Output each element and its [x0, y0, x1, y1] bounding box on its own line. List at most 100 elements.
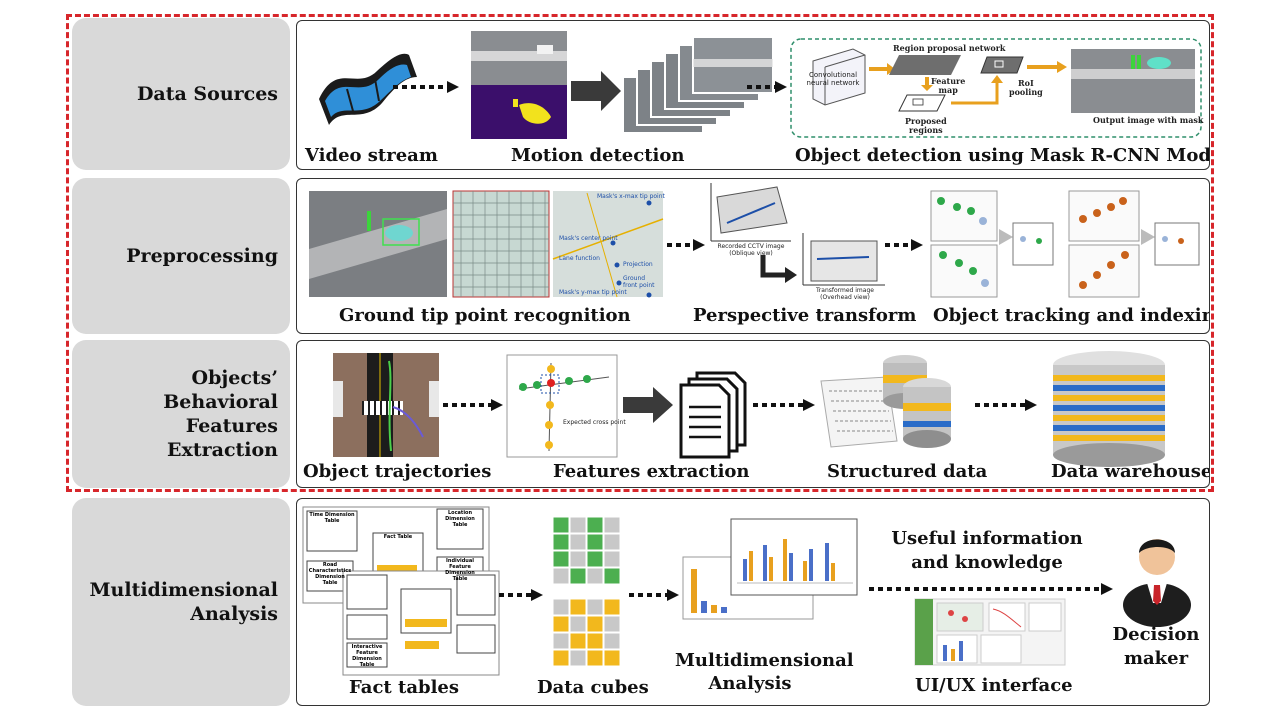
cube-cell: [586, 598, 604, 616]
trajectory-image: [333, 353, 439, 457]
cube-cell: [603, 598, 621, 616]
oblique-view: [710, 183, 791, 242]
stage-label: Data Sources: [136, 83, 278, 105]
cube-cell: [569, 598, 587, 616]
fact-table-label: Fact Table: [383, 534, 413, 540]
panel-preprocessing: Mask's x-max tip point Mask's center poi…: [296, 178, 1210, 334]
preprocessing-scope-border: [66, 14, 1214, 492]
stage-behavioral: Objects’ Behavioral Features Extraction: [72, 340, 290, 488]
row3-graphics: [333, 351, 1165, 467]
cube-cell: [603, 550, 621, 568]
documents-icon: [679, 371, 747, 459]
output-mask-image: [1071, 49, 1195, 113]
stage-multidimensional: Multidimensional Analysis: [72, 498, 290, 706]
stage-label: Preprocessing: [126, 245, 278, 267]
interactive-table-label: Interactive Feature Dimension Table: [351, 644, 383, 668]
grid-image: [452, 190, 550, 298]
cube-cell: [603, 649, 621, 667]
frame-stack: [622, 36, 774, 134]
cube-cell: [569, 632, 587, 650]
panel-behavioral: Expected cross point Object trajectories…: [296, 340, 1210, 488]
cnn-block: [812, 48, 866, 106]
rpn-label: Region proposal network: [893, 43, 1006, 53]
cube-cell: [569, 516, 587, 534]
cube-cell: [569, 615, 587, 633]
projection-label: Projection: [623, 261, 653, 268]
cross-point-label: Expected cross point: [563, 419, 626, 426]
caption-perspective: Perspective transform: [693, 305, 917, 326]
cross-point-diagram: [506, 354, 618, 458]
cube-cell: [586, 615, 604, 633]
caption-warehouse: Data warehouse: [1051, 461, 1210, 482]
individual-table-label: Individual Feature Dimension Table: [445, 558, 475, 582]
uiux-screen: [914, 598, 1066, 666]
data-cubes-graphic: [552, 516, 621, 667]
tracking-green: [930, 190, 1054, 298]
center-label: Mask's center point: [559, 235, 618, 242]
road-table-label: Road Characteristics Dimension Table: [308, 562, 352, 586]
stage-label-line1: Multidimensional: [89, 579, 279, 601]
cube-cell: [552, 516, 570, 534]
cube-cell: [603, 615, 621, 633]
stage-preprocessing: Preprocessing: [72, 178, 290, 334]
cube-cell: [552, 533, 570, 551]
analysis-charts: [682, 518, 858, 620]
cctv-label: Recorded CCTV image(Oblique view): [717, 243, 785, 257]
structured-data-icon: [820, 355, 951, 448]
cube-cell: [586, 632, 604, 650]
cube-cell: [569, 567, 587, 585]
cube-cell: [586, 516, 604, 534]
caption-uiux: UI/UX interface: [915, 675, 1073, 696]
caption-trajectories: Object trajectories: [303, 461, 492, 482]
cube-cell: [552, 550, 570, 568]
tip-points-image: [552, 191, 664, 298]
fact-table-diagram-2: [342, 570, 500, 676]
cube-cell: [552, 615, 570, 633]
cube-cell: [586, 550, 604, 568]
cube-cell: [569, 550, 587, 568]
cube-cell: [552, 649, 570, 667]
location-table-label: Location Dimension Table: [445, 510, 475, 528]
caption-video-stream: Video stream: [305, 145, 438, 166]
cube-cell: [569, 649, 587, 667]
data-warehouse-icon: [1053, 351, 1165, 467]
motion-detection-image: [471, 31, 567, 139]
caption-fact-tables: Fact tables: [349, 677, 459, 698]
row4-graphics: [302, 506, 1191, 676]
overhead-view: [802, 233, 885, 286]
film-strip-icon: [319, 53, 417, 125]
output-label: Output image with mask: [1093, 115, 1204, 125]
caption-structured: Structured data: [827, 461, 988, 482]
cube-cell: [603, 632, 621, 650]
tracking-orange: [1068, 190, 1200, 298]
cube-cell: [552, 567, 570, 585]
cube-cell: [603, 516, 621, 534]
cube-cell: [569, 533, 587, 551]
caption-tracking: Object tracking and indexing: [933, 305, 1210, 326]
row1-graphics: [319, 31, 1202, 139]
stage-label-line1: Objects’ Behavioral: [163, 367, 278, 413]
cube-cell: [552, 598, 570, 616]
stage-data-sources: Data Sources: [72, 18, 290, 170]
road-image: [309, 191, 447, 297]
time-table-label: Time Dimension Table: [309, 512, 355, 524]
xmax-label: Mask's x-max tip point: [597, 193, 665, 200]
transformed-label: Transformed image(Overhead view): [816, 287, 874, 301]
person-icon: [1123, 539, 1191, 627]
cube-cell: [552, 632, 570, 650]
ymax-label: Mask's y-max tip point: [559, 289, 627, 296]
stage-label-line2: Analysis: [190, 603, 278, 625]
cube-cell: [586, 567, 604, 585]
stage-label-line2: Features Extraction: [167, 415, 278, 461]
caption-data-cubes: Data cubes: [537, 677, 649, 698]
caption-features: Features extraction: [553, 461, 750, 482]
caption-ground-tip: Ground tip point recognition: [339, 305, 631, 326]
